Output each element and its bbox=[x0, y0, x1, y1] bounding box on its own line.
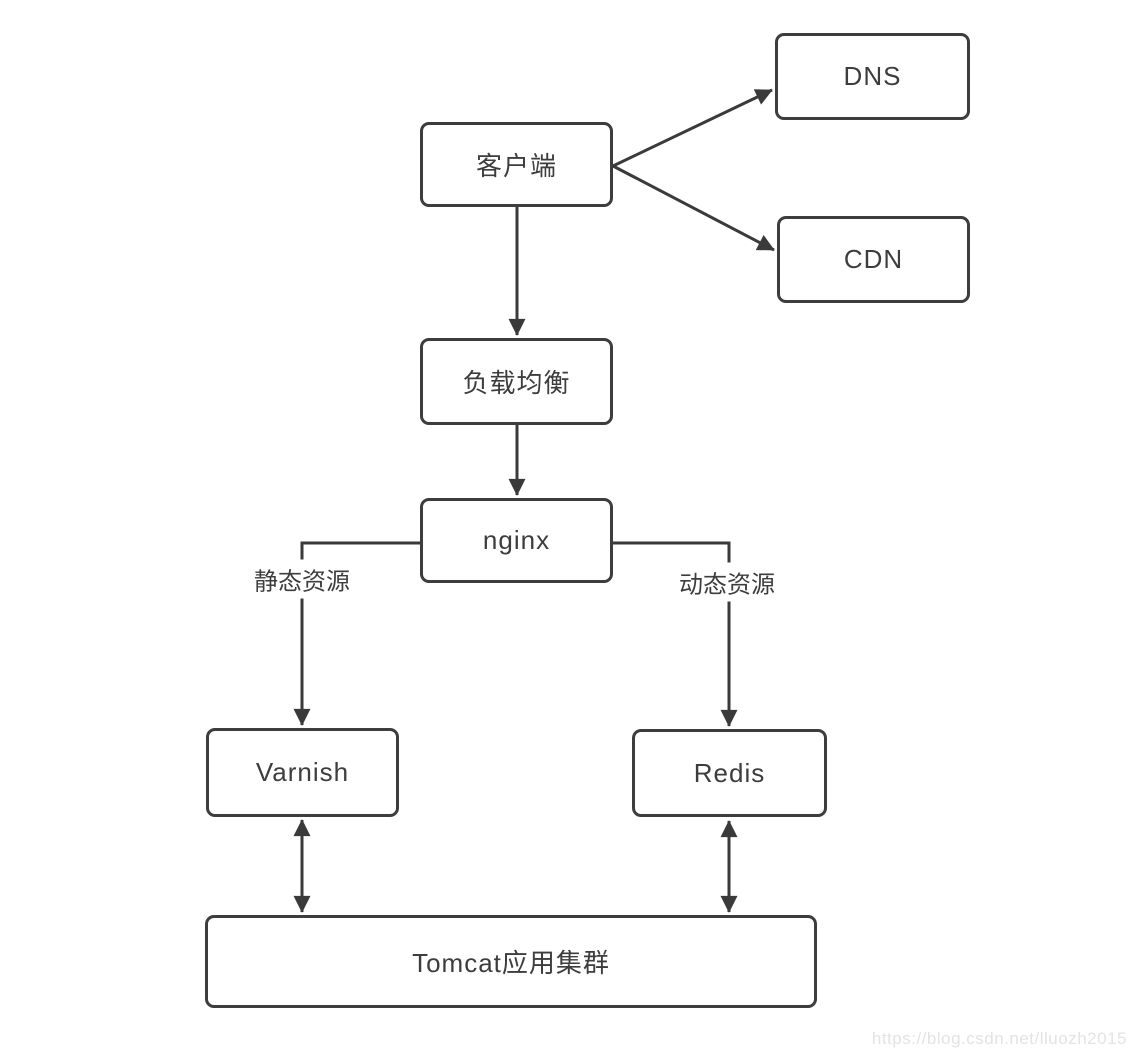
edge-label-dynamic-resources: 动态资源 bbox=[674, 562, 780, 602]
watermark-url: https://blog.csdn.net/lluozh2015 bbox=[871, 1029, 1127, 1048]
node-load-balancer: 负载均衡 bbox=[420, 338, 613, 425]
node-load-balancer-label: 负载均衡 bbox=[462, 368, 571, 398]
node-redis: Redis bbox=[632, 729, 827, 817]
node-tomcat-cluster-label: Tomcat应用集群 bbox=[412, 948, 610, 978]
node-dns-label: DNS bbox=[843, 61, 902, 91]
node-varnish-label: Varnish bbox=[255, 757, 350, 787]
node-dns: DNS bbox=[775, 33, 970, 120]
connector-client-dns bbox=[612, 88, 773, 168]
node-varnish: Varnish bbox=[206, 728, 399, 817]
connector-nginx-redis bbox=[613, 541, 738, 727]
connector-nginx-varnish bbox=[293, 541, 420, 726]
node-nginx: nginx bbox=[420, 498, 613, 583]
node-nginx-label: nginx bbox=[482, 525, 551, 555]
node-redis-label: Redis bbox=[693, 757, 766, 788]
node-cdn-label: CDN bbox=[843, 244, 904, 274]
node-client: 客户端 bbox=[420, 122, 613, 207]
connector-client-cdn bbox=[612, 164, 775, 252]
node-tomcat-cluster: Tomcat应用集群 bbox=[205, 915, 817, 1008]
edge-label-static-resources: 静态资源 bbox=[249, 559, 355, 599]
node-client-label: 客户端 bbox=[475, 151, 557, 181]
node-cdn: CDN bbox=[777, 216, 970, 303]
